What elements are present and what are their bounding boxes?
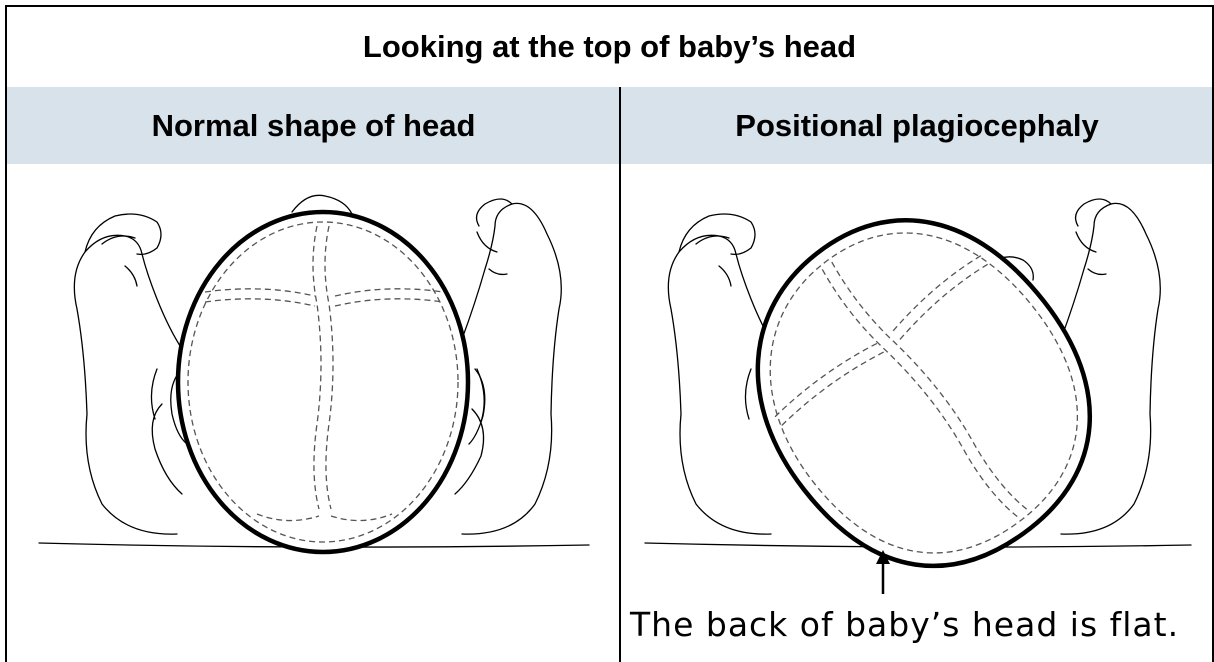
left-fist-outline xyxy=(85,214,161,254)
flat-back-caption: The back of baby’s head is flat. xyxy=(630,605,1214,644)
right-ear xyxy=(469,369,485,444)
heading-normal-shape: Normal shape of head xyxy=(7,87,620,164)
left-arm-outline xyxy=(74,235,182,534)
right-fist-outline xyxy=(477,199,512,226)
normal-head-illustration xyxy=(7,164,619,594)
head-outline-normal xyxy=(178,212,468,552)
right-fist-outline xyxy=(1076,199,1111,226)
left-fist-outline xyxy=(679,214,755,254)
figure-title: Looking at the top of baby’s head xyxy=(7,7,1212,87)
plagiocephaly-illustration xyxy=(621,164,1212,594)
heading-plagiocephaly: Positional plagiocephaly xyxy=(622,87,1212,164)
head-outline-plagiocephaly xyxy=(694,164,1149,594)
